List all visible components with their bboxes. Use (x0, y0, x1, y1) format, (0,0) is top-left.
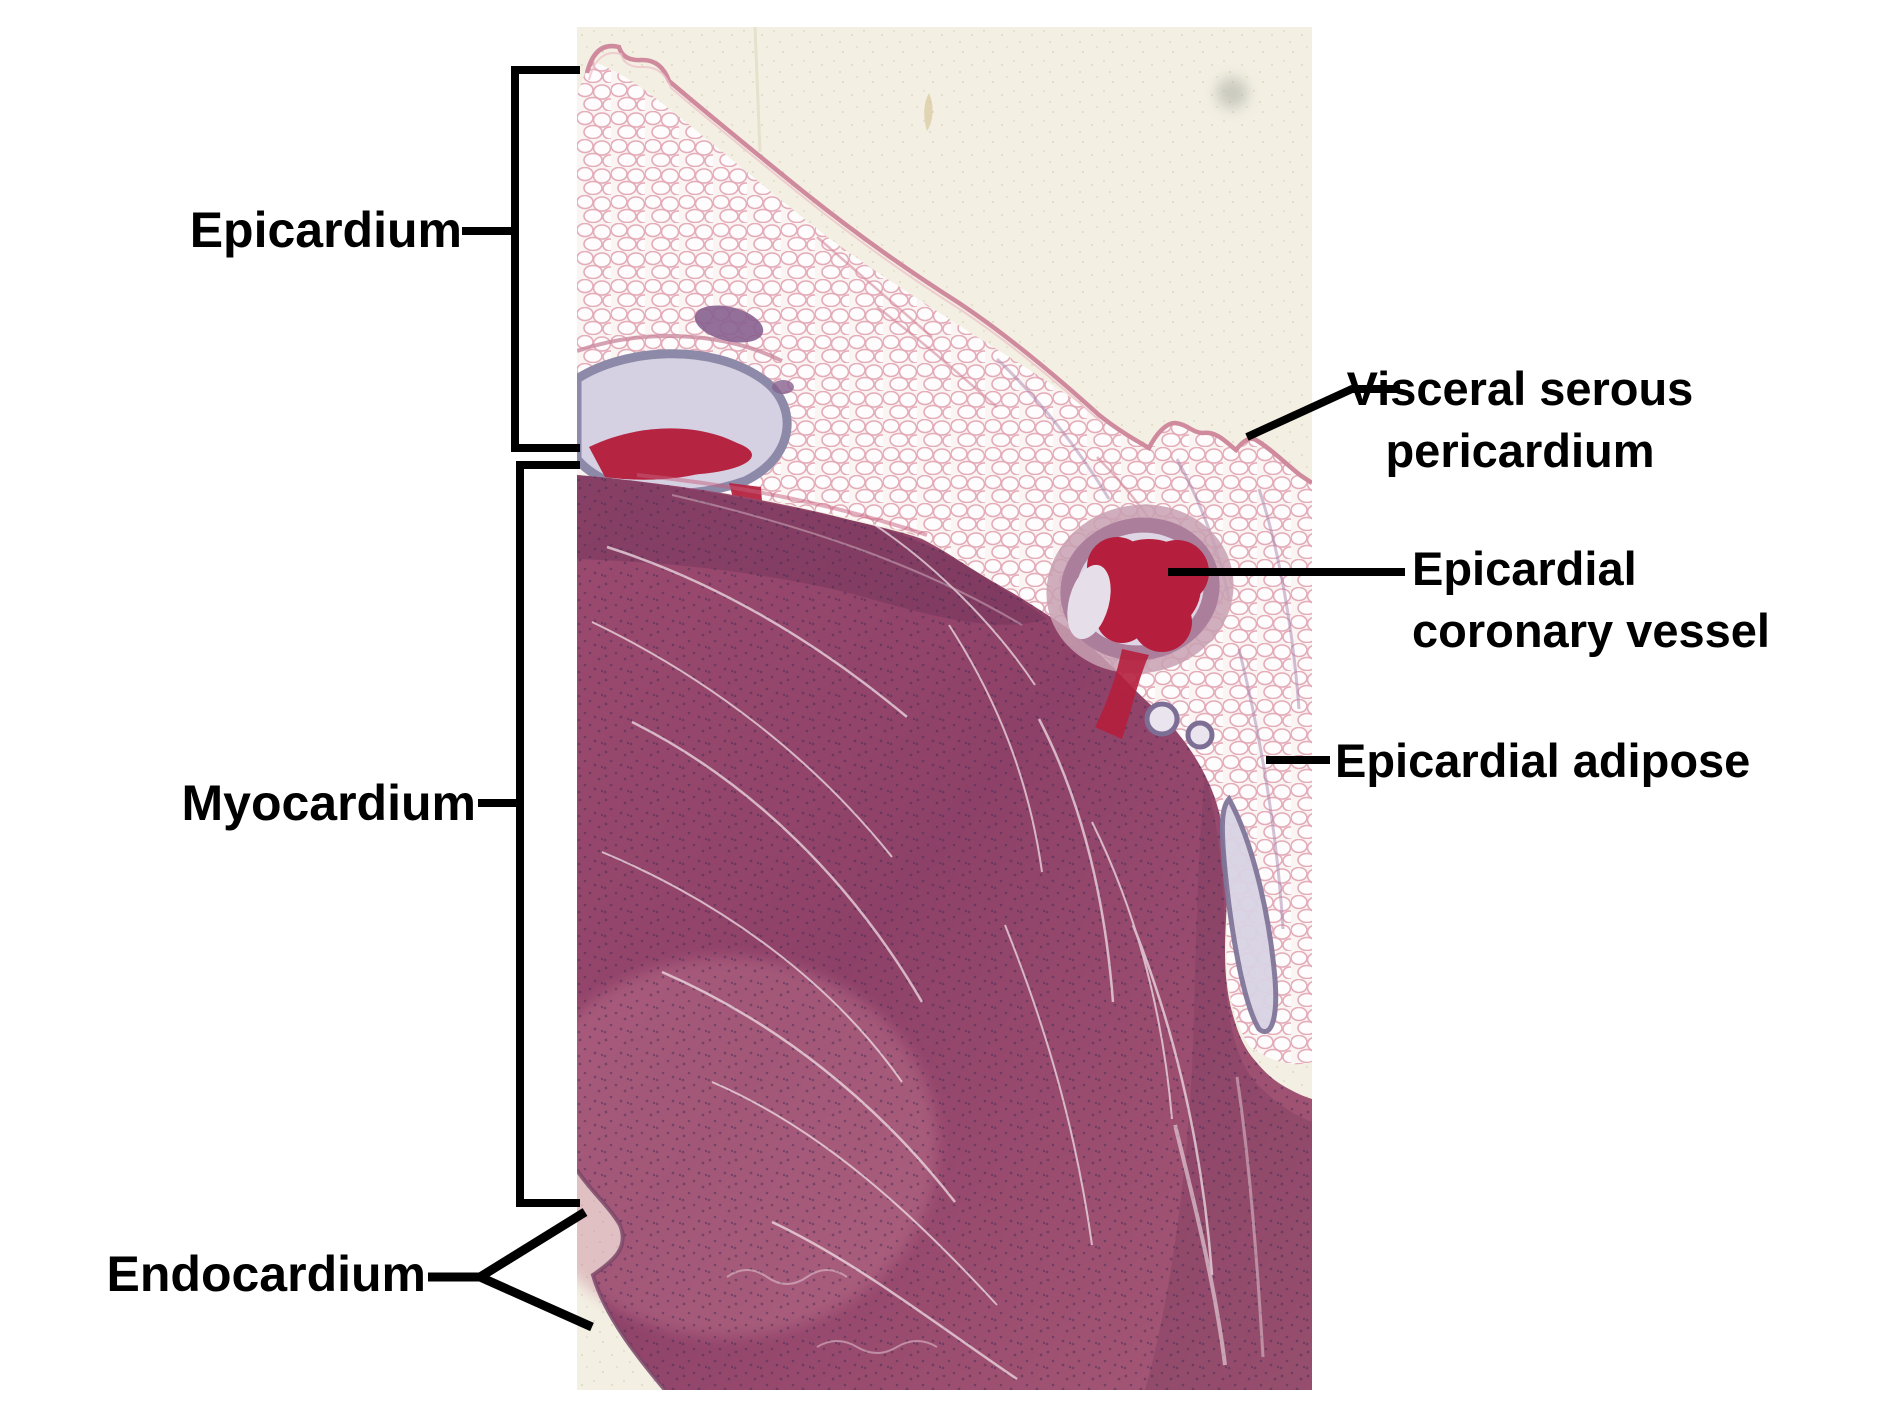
label-epicardial-coronary-vessel: Epicardial coronary vessel (1412, 538, 1770, 662)
label-epicardial-adipose: Epicardial adipose (1335, 734, 1751, 787)
label-visceral-line1: Visceral serous (1346, 362, 1694, 415)
slide-debris (924, 93, 933, 131)
label-myocardium: Myocardium (181, 775, 476, 831)
label-endocardium: Endocardium (106, 1246, 426, 1302)
muscle-fiber-streaks (591, 494, 1265, 1381)
label-coronary-line2: coronary vessel (1412, 604, 1770, 657)
nerve-nodule (694, 305, 764, 343)
small-vessels (1144, 701, 1279, 1034)
coronary-vessel (1046, 504, 1234, 739)
epicardial-adipose-region (577, 61, 1312, 1065)
slide-smudge (1216, 77, 1248, 109)
histology-micrograph (577, 27, 1312, 1390)
myocardium-region (577, 473, 1312, 1390)
epicardium-bracket (511, 66, 580, 452)
slide-crease (753, 27, 762, 153)
serous-membrane (584, 43, 1312, 485)
elongated-vein (1219, 794, 1279, 1034)
label-coronary-line1: Epicardial (1412, 542, 1637, 595)
myocardium-bracket (516, 461, 580, 1207)
small-nodule (772, 380, 794, 394)
endocardium-surface (577, 1168, 667, 1390)
label-visceral-serous-pericardium: Visceral serous pericardium (1337, 358, 1703, 482)
label-epicardium: Epicardium (189, 202, 462, 258)
endocardium-pointer-lines (470, 1208, 594, 1332)
label-visceral-line2: pericardium (1385, 424, 1655, 477)
